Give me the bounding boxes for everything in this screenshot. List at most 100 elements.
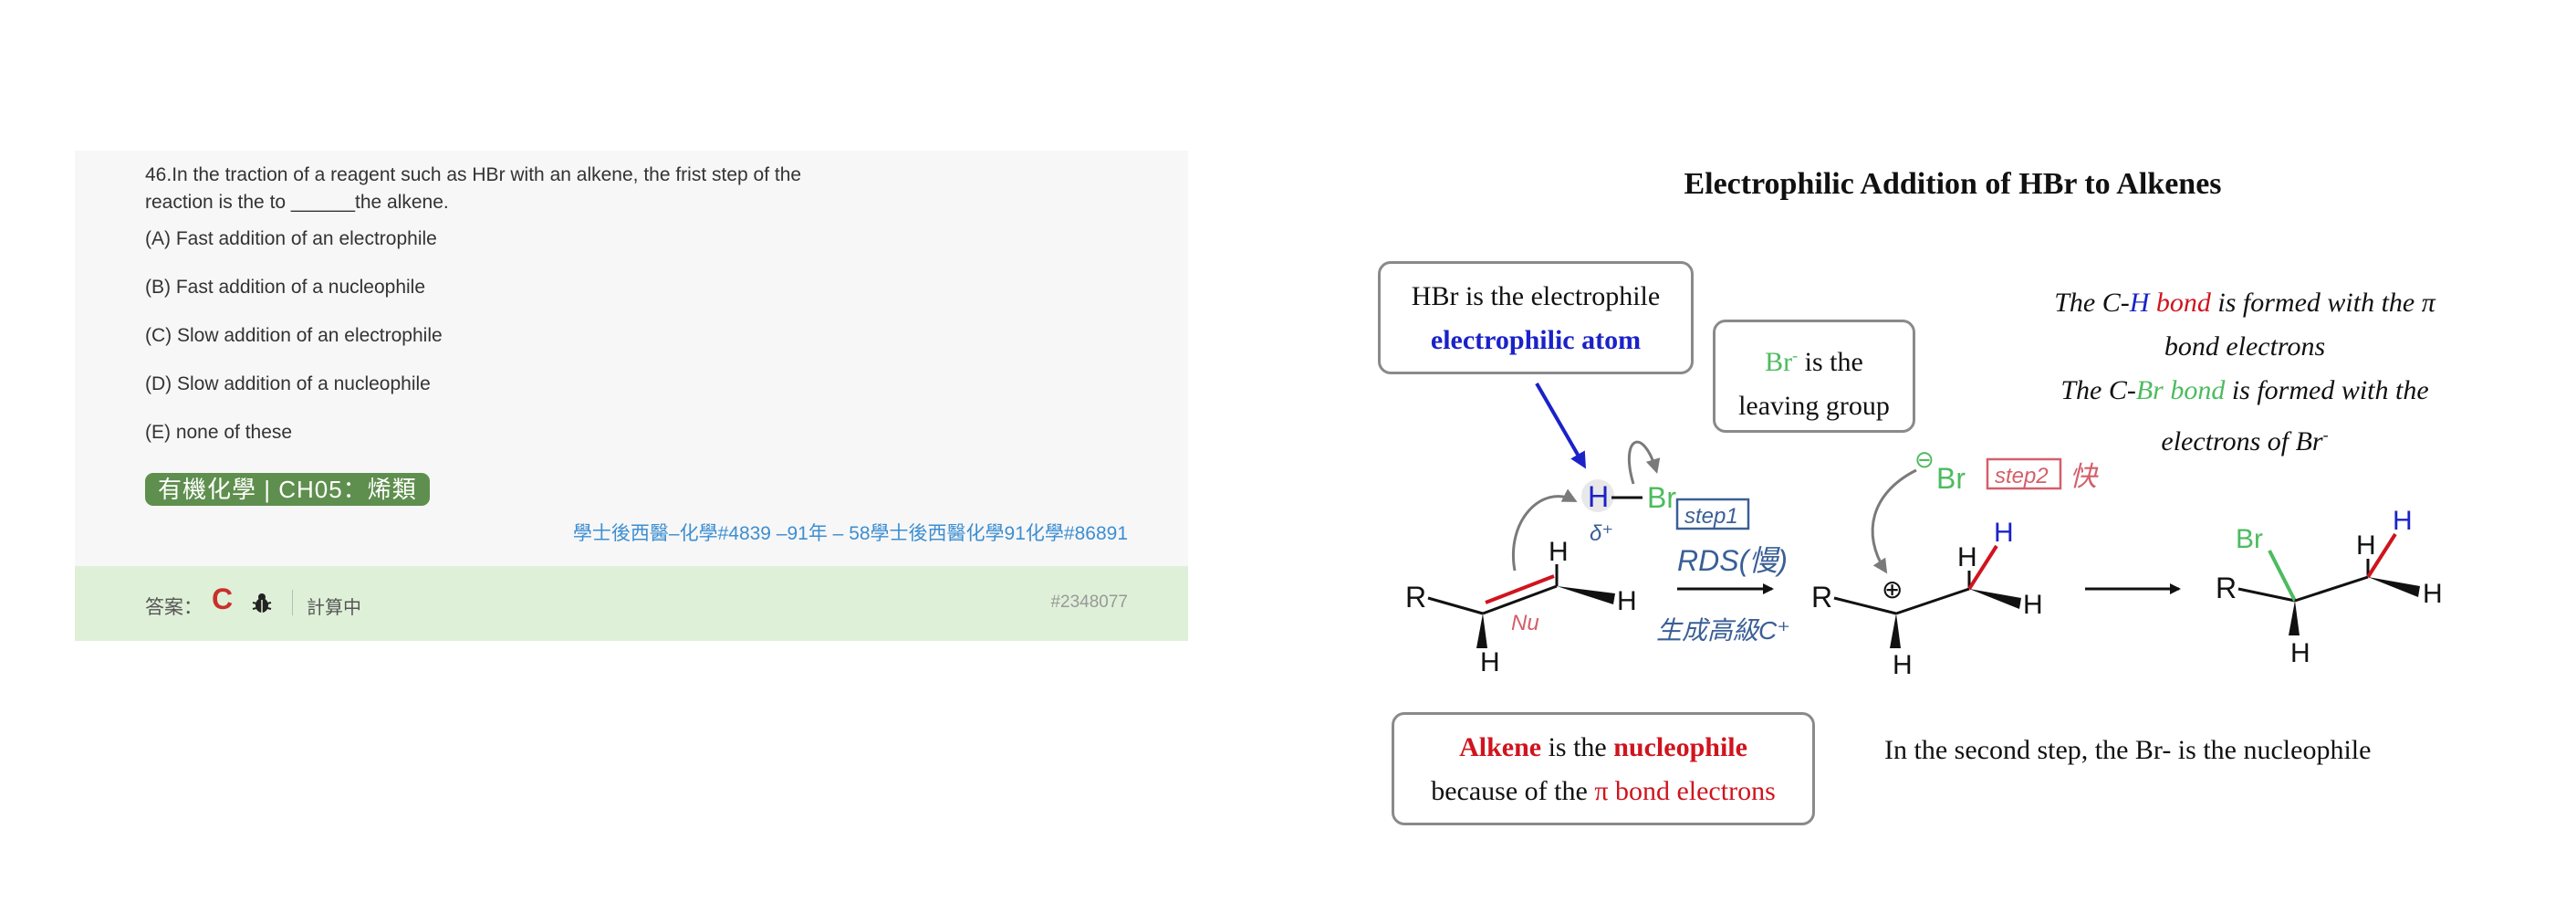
atom-r-1: R (1405, 581, 1426, 614)
step2-box (1986, 457, 2062, 490)
product-alkyl-bromide: R Br H H H H (2216, 506, 2443, 668)
wedge-product-h (2368, 577, 2420, 597)
product-ch-bond (2366, 532, 2397, 579)
answer-status: 計算中 (307, 598, 361, 618)
handwriting-step2: step2 (1995, 464, 2049, 488)
handwriting-rds: RDS(慢) (1677, 544, 1788, 577)
bond-c-c-product (2294, 575, 2369, 603)
bond-c1-c2 (1482, 584, 1558, 615)
plus-charge: ⊕ (1882, 575, 1903, 603)
cbr-line2-text: electrons of Br (2161, 426, 2323, 456)
reactant-alkene: R H H H Nu (1405, 488, 1637, 677)
question-stem-line-1: 46.In the traction of a reagent such as … (145, 164, 802, 185)
answer-label: 答案： (145, 597, 203, 618)
atom-r-2: R (1811, 581, 1832, 614)
alkene-because: because of the (1431, 776, 1595, 806)
wedge-cplus-h (1890, 614, 1901, 648)
intermediate-carbocation: R ⊕ H H H H (1811, 518, 2043, 680)
ch-prefix: The C- (2054, 288, 2130, 318)
h-highlight (1581, 479, 1614, 512)
atom-h-2: H (1549, 537, 1569, 567)
atom-br-2: Br (1936, 462, 1966, 495)
reactant-hbr: H Br δ⁺ (1581, 440, 1676, 546)
wedge-c1-h (1476, 614, 1487, 648)
atom-br-1: Br (1647, 481, 1676, 514)
atom-h-new: H (1994, 518, 2014, 548)
atom-h-electrophile: H (1588, 480, 1609, 513)
electrophile-pointer-arrow (1535, 382, 1587, 469)
option-c[interactable]: (C) Slow addition of an electrophile (145, 325, 443, 346)
leaving-group-box: Br- is the leaving group (1713, 320, 1915, 433)
atom-r-3: R (2216, 572, 2237, 604)
bond-r-cbr (2237, 587, 2296, 603)
alkene-line-2: because of the π bond electrons (1394, 770, 1812, 813)
leaving-br: Br (1765, 347, 1793, 377)
question-stem-line-2: reaction is the to ______the alkene. (145, 192, 449, 213)
wedge-c2-h (1557, 586, 1615, 604)
handwriting-delta: δ⁺ (1590, 521, 1613, 546)
second-step-note: In the second step, the Br- is the nucle… (1884, 735, 2372, 765)
question-card: 46.In the traction of a reagent such as … (75, 151, 1188, 566)
answer-bar: 答案： C 計算中 #2348077 (75, 566, 1188, 641)
option-b[interactable]: (B) Fast addition of a nucleophile (145, 277, 426, 298)
question-stem: 46.In the traction of a reagent such as … (145, 162, 1058, 216)
alkene-is-the: is the (1541, 732, 1614, 762)
atom-h-5: H (1957, 542, 1977, 572)
atom-br-3: Br (2236, 524, 2263, 554)
bug-report-icon[interactable] (250, 592, 274, 615)
answer-divider (292, 590, 293, 615)
alkene-word: Alkene (1459, 732, 1542, 762)
handwriting-nu: Nu (1511, 611, 1539, 635)
alkene-line-1: Alkene is the nucleophile (1394, 726, 1812, 770)
leaving-group-line-1: Br- is the (1716, 333, 1913, 384)
cbr-charge: - (2322, 425, 2329, 444)
handwriting-fast: 快 (2070, 462, 2099, 492)
question-id[interactable]: #2348077 (1050, 593, 1128, 612)
handwriting-step1: step1 (1684, 504, 1738, 529)
cbr-suffix: is formed with the (2225, 375, 2429, 405)
new-cbr-bond (2268, 550, 2297, 602)
bond-r-cplus (1833, 596, 1897, 615)
cbr-bond-note: The C-Br bond is formed with the electro… (2008, 369, 2482, 464)
ch-bond-note: The C-H bond is formed with the π bond e… (2008, 281, 2482, 369)
answer-value: C (212, 582, 234, 615)
ch-bond-line-2: bond electrons (2164, 331, 2326, 362)
curved-arrow-hbr-to-br (1627, 440, 1661, 485)
wedge-cbr-h (2289, 601, 2300, 635)
option-d[interactable]: (D) Slow addition of a nucleophile (145, 373, 431, 394)
ch-suffix: is formed with the π (2210, 288, 2435, 318)
chapter-tag[interactable]: 有機化學 | CH05：烯類 (145, 473, 430, 506)
cbr-prefix: The C- (2060, 375, 2136, 405)
atom-h-3: H (1617, 586, 1637, 616)
pi-bond (1485, 574, 1555, 604)
atom-h-product-new: H (2393, 506, 2413, 536)
atom-h-4: H (1893, 650, 1913, 680)
electrophile-box: HBr is the electrophile electrophilic at… (1378, 261, 1694, 374)
ch-bond-word: bond (2149, 288, 2211, 318)
step1-box (1675, 498, 1750, 530)
bond-r-c1 (1427, 596, 1484, 615)
cbr-bond-line-2: electrons of Br- (2008, 413, 2482, 464)
bromide-ion: ⊖ Br step2 快 (1871, 446, 2099, 574)
curved-arrow-pi-to-h (1512, 488, 1578, 572)
option-a[interactable]: (A) Fast addition of an electrophile (145, 228, 437, 249)
option-e[interactable]: (E) none of these (145, 422, 293, 443)
pi-bond-electrons: π bond electrons (1594, 776, 1776, 806)
minus-charge: ⊖ (1914, 446, 1935, 473)
question-source-link[interactable]: 學士後西醫–化學#4839 –91年 – 58學士後西醫化學91化學#86891 (572, 523, 1128, 544)
diagram-title: Electrophilic Addition of HBr to Alkenes (1684, 167, 2222, 201)
cbr-bond-line-1: The C-Br bond is formed with the (2008, 369, 2482, 413)
atom-h-9: H (2423, 579, 2443, 609)
new-ch-bond (1967, 544, 1998, 591)
atom-h-7: H (2290, 638, 2310, 668)
ch-h: H (2129, 288, 2150, 318)
curved-arrow-br-attack (1871, 468, 1917, 574)
atom-h-6: H (2023, 590, 2043, 620)
leaving-br-charge: - (1792, 346, 1799, 364)
ch-bond-line-1: The C-H bond is formed with the π (2008, 281, 2482, 325)
wedge-c-h (1969, 589, 2021, 609)
leaving-group-line-2: leaving group (1738, 391, 1890, 421)
cbr-br-bond: Br bond (2135, 375, 2226, 405)
bond-cplus-c (1895, 587, 1970, 615)
